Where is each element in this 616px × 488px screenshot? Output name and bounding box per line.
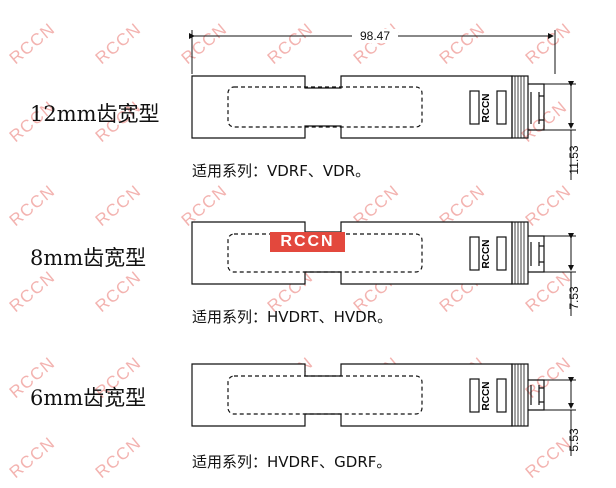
height-dimension-8mm [544,233,576,316]
variant-label-8mm: 8mm齿宽型 [30,246,147,270]
brand-mark-8mm: RCCN [481,240,492,269]
variant-label-6mm: 6mm齿宽型 [30,386,147,410]
usage-text-8mm: 适用系列：HVDRT、HVDR。 [192,308,393,326]
height-dimension-6mm [544,377,576,456]
overall-length-label: 98.47 [360,29,390,43]
usage-text-6mm: 适用系列：HVDRF、GDRF。 [192,453,392,471]
variant-label-12mm: 12mm齿宽型 [30,102,160,126]
brand-mark-12mm: RCCN [481,94,492,123]
height-dimension-12mm [544,81,576,180]
usage-text-12mm: 适用系列：VDRF、VDR。 [192,162,371,180]
height-label-8mm: 7.53 [567,286,581,310]
band-6mm [191,363,545,427]
rccn-logo: RCCN [270,232,345,252]
height-label-12mm: 11.53 [567,145,581,174]
brand-mark-6mm: RCCN [481,382,492,411]
band-12mm [191,75,545,139]
height-label-6mm: 5.53 [567,428,581,452]
